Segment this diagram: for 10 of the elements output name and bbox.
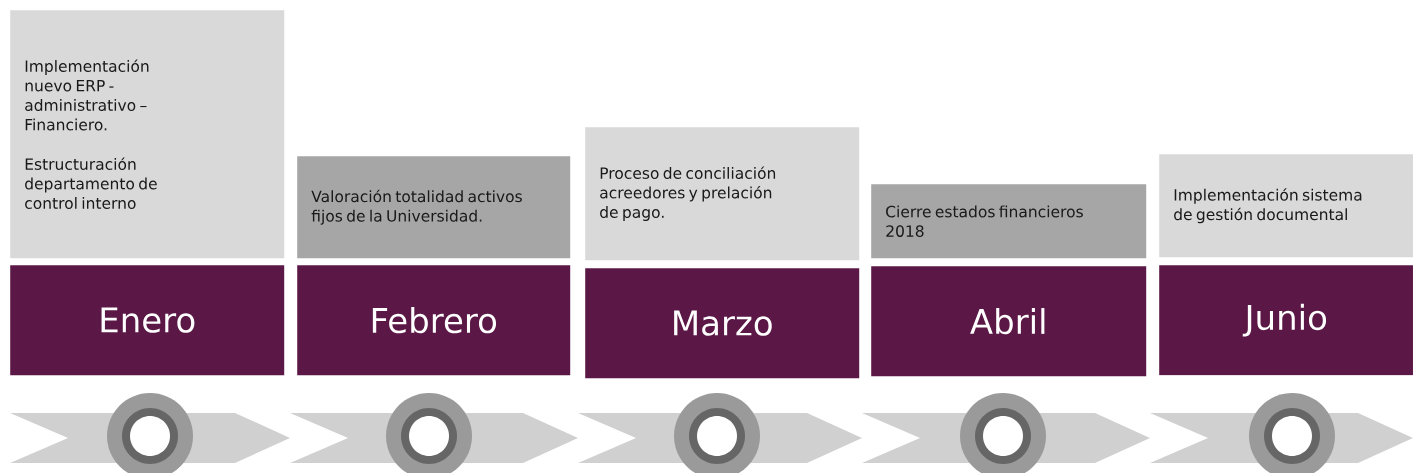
event-box: Valoración totalidad activos fijos de la Universidad. <box>297 156 571 259</box>
month-box: Abril <box>871 266 1147 377</box>
month-box: Marzo <box>585 268 860 379</box>
event-box: Proceso de conciliación acreedores y prelación de pago. <box>585 127 860 261</box>
month-box: Febrero <box>297 265 571 376</box>
event-box: Implementación sistema de gestión documental <box>1159 154 1413 258</box>
month-box: Enero <box>10 265 285 376</box>
month-box: Junio <box>1159 265 1413 376</box>
event-box: Cierre estados financieros 2018 <box>871 184 1147 259</box>
event-box: Implementación nuevo ERP - administrativo – Financiero. Estructuración departamento de control interno <box>10 10 285 259</box>
